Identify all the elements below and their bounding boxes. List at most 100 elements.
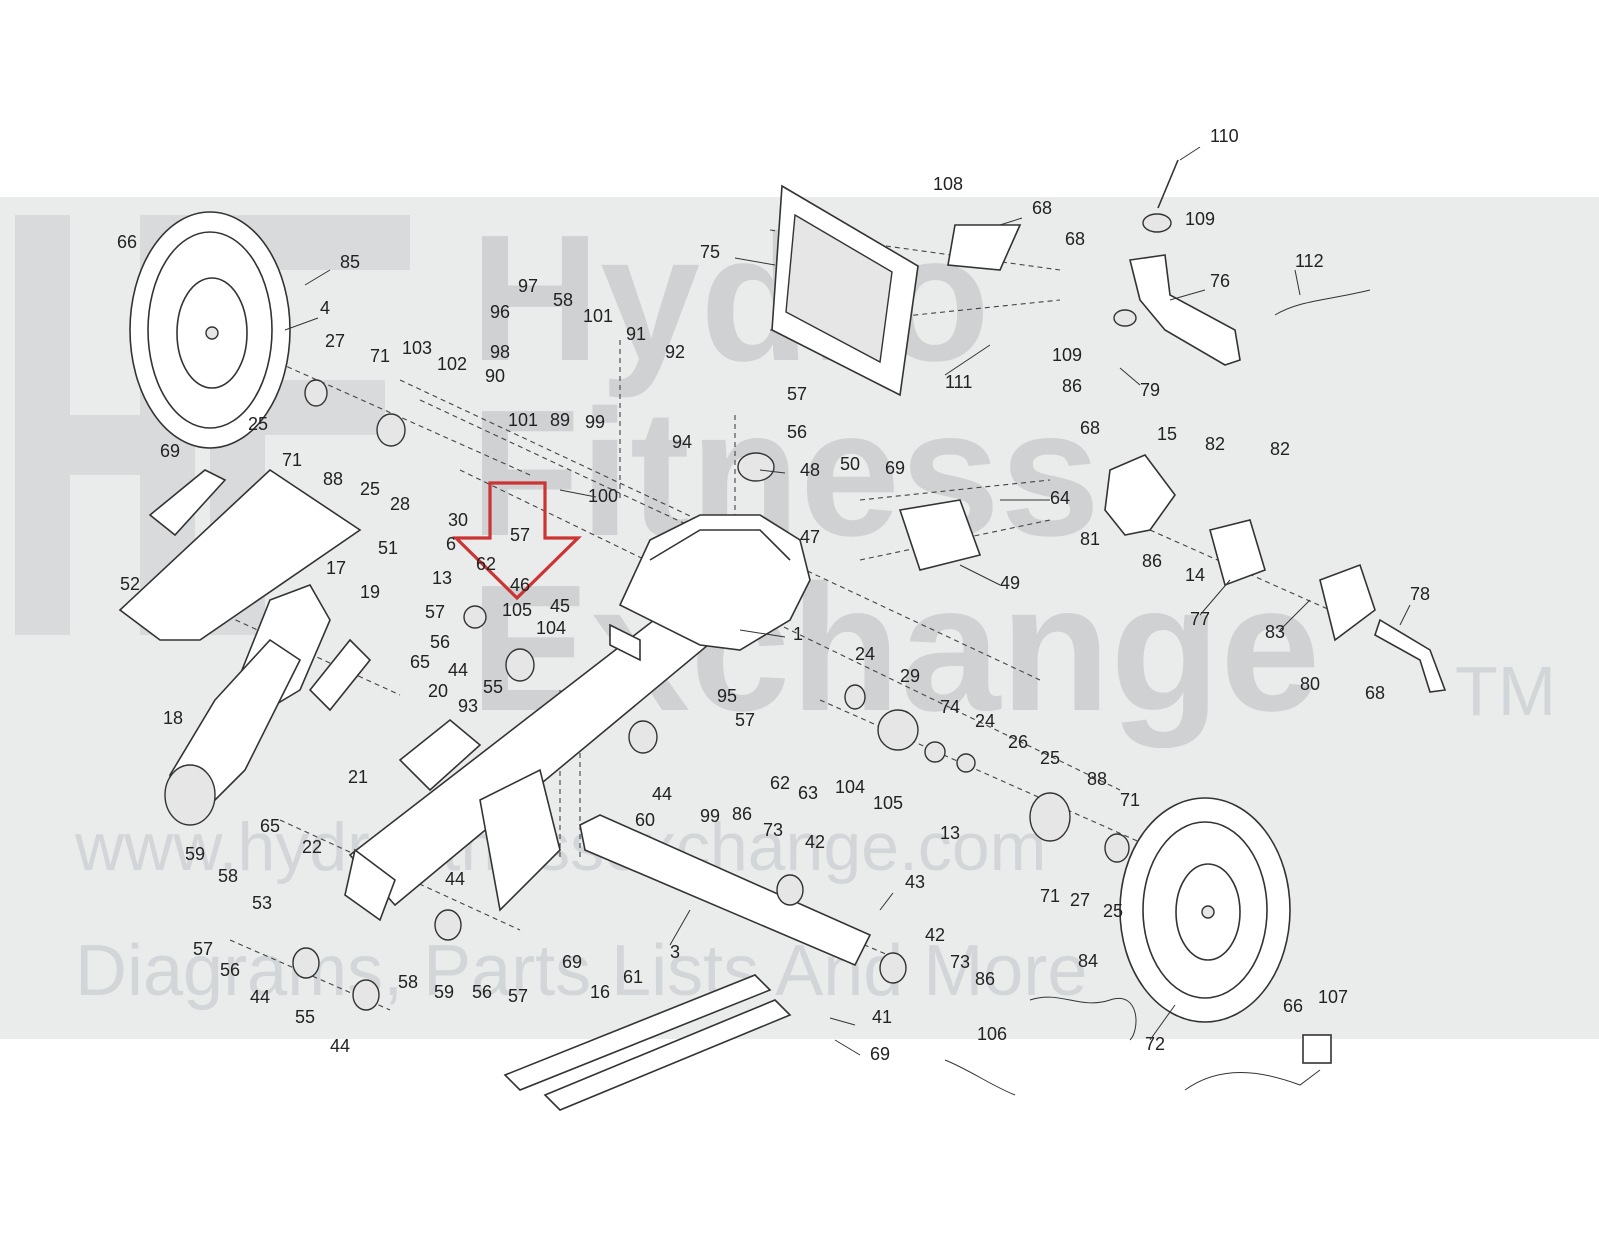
callout-45: 45 [550, 596, 570, 616]
callout-57: 57 [193, 939, 213, 959]
callout-86: 86 [975, 969, 995, 989]
callout-14: 14 [1185, 565, 1205, 585]
callout-69: 69 [885, 458, 905, 478]
callout-95: 95 [717, 686, 737, 706]
callout-92: 92 [665, 342, 685, 362]
cover-51 [118, 468, 362, 641]
callout-13: 13 [940, 823, 960, 843]
callout-3: 3 [670, 942, 680, 962]
callout-24: 24 [975, 711, 995, 731]
watermark-tagline: Diagrams, Parts Lists And More [75, 931, 1087, 1011]
callout-71: 71 [1040, 886, 1060, 906]
callout-25: 25 [248, 414, 268, 434]
callout-13: 13 [432, 568, 452, 588]
callout-72: 72 [1145, 1034, 1165, 1054]
callout-55: 55 [295, 1007, 315, 1027]
callout-76: 76 [1210, 271, 1230, 291]
pin-110 [1157, 159, 1179, 209]
stabilizer-3 [579, 814, 872, 967]
callout-18: 18 [163, 708, 183, 728]
callout-55: 55 [483, 677, 503, 697]
callout-74: 74 [940, 697, 960, 717]
callout-62: 62 [770, 773, 790, 793]
callout-68: 68 [1065, 229, 1085, 249]
callout-88: 88 [323, 469, 343, 489]
callout-4: 4 [320, 298, 330, 318]
callout-86: 86 [732, 804, 752, 824]
callout-58: 58 [218, 866, 238, 886]
callout-29: 29 [900, 666, 920, 686]
hub-80 [1319, 563, 1376, 642]
wheel-18 [164, 764, 216, 826]
callout-1: 1 [793, 624, 803, 644]
callout-27: 27 [325, 331, 345, 351]
strap-16a [503, 974, 772, 1091]
bracket-108 [947, 224, 1022, 271]
callout-112: 112 [1295, 251, 1324, 271]
callout-56: 56 [430, 632, 450, 652]
callout-107: 107 [1318, 987, 1348, 1007]
callout-51: 51 [378, 538, 398, 558]
callout-57: 57 [508, 986, 528, 1006]
callout-91: 91 [626, 324, 646, 344]
callout-65: 65 [410, 652, 430, 672]
cable-107 [1184, 1069, 1321, 1091]
callout-65: 65 [260, 816, 280, 836]
callout-44: 44 [250, 987, 270, 1007]
callout-27: 27 [1070, 890, 1090, 910]
bushing-109-top [1142, 213, 1172, 233]
callout-26: 26 [1008, 732, 1028, 752]
callout-109: 109 [1052, 345, 1082, 365]
callout-71: 71 [1120, 790, 1140, 810]
callout-21: 21 [348, 767, 368, 787]
callout-47: 47 [800, 527, 820, 547]
callout-106: 106 [977, 1024, 1007, 1044]
callout-96: 96 [490, 302, 510, 322]
crank-78 [1374, 618, 1447, 693]
callout-25: 25 [1040, 748, 1060, 768]
callout-19: 19 [360, 582, 380, 602]
callout-103: 103 [402, 338, 432, 358]
callout-59: 59 [434, 982, 454, 1002]
callout-82: 82 [1270, 439, 1290, 459]
callout-90: 90 [485, 366, 505, 386]
callout-105: 105 [502, 600, 532, 620]
callout-86: 86 [1142, 551, 1162, 571]
callout-80: 80 [1300, 674, 1320, 694]
callout-24: 24 [855, 644, 875, 664]
callout-6: 6 [446, 534, 456, 554]
callout-105: 105 [873, 793, 903, 813]
callout-73: 73 [763, 820, 783, 840]
callout-58: 58 [553, 290, 573, 310]
callout-101: 101 [508, 410, 538, 430]
callout-60: 60 [635, 810, 655, 830]
callout-56: 56 [220, 960, 240, 980]
callout-69: 69 [160, 441, 180, 461]
callout-79: 79 [1140, 380, 1160, 400]
callout-61: 61 [623, 967, 643, 987]
callout-97: 97 [518, 276, 538, 296]
callout-52: 52 [120, 574, 140, 594]
callout-66: 66 [1283, 996, 1303, 1016]
callout-58: 58 [398, 972, 418, 992]
callout-98: 98 [490, 342, 510, 362]
callout-104: 104 [536, 618, 566, 638]
housing-81 [1104, 454, 1176, 536]
flywheel-right [1119, 797, 1291, 1023]
callout-15: 15 [1157, 424, 1177, 444]
callout-44: 44 [448, 660, 468, 680]
callout-82: 82 [1205, 434, 1225, 454]
callout-44: 44 [445, 869, 465, 889]
callout-16: 16 [590, 982, 610, 1002]
callout-73: 73 [950, 952, 970, 972]
callout-99: 99 [585, 412, 605, 432]
plate-20 [398, 718, 482, 792]
callout-53: 53 [252, 893, 272, 913]
callout-68: 68 [1032, 198, 1052, 218]
callout-84: 84 [1078, 951, 1098, 971]
cable-112 [1274, 289, 1371, 316]
main-frame [348, 514, 811, 907]
callout-labels: 110 108 68 109 68 75 76 112 66 85 4 27 9… [117, 126, 1430, 1064]
bracket-14 [1209, 519, 1266, 587]
